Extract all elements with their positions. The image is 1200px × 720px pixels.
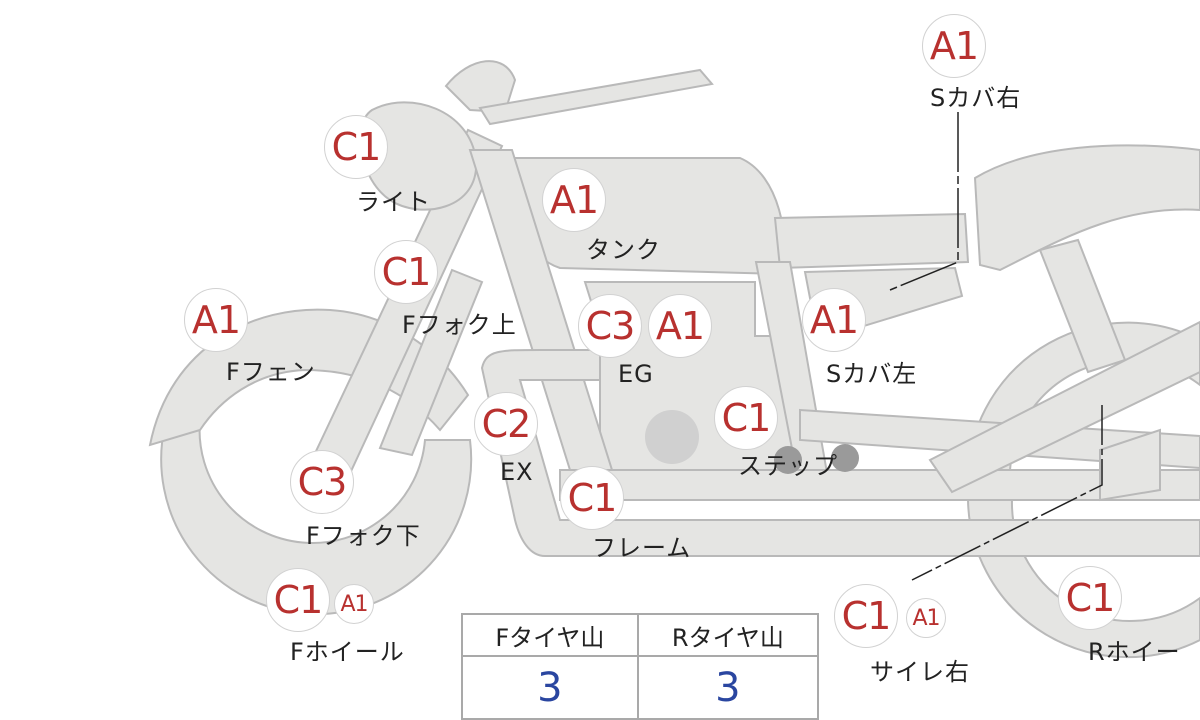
part-label-rear-wheel: Rホイー — [1088, 638, 1181, 666]
grade-badge: C3 — [290, 450, 354, 514]
part-label-step: ステップ — [738, 452, 838, 480]
grade-badge: C1 — [324, 115, 388, 179]
tire-tread-table: Fタイヤ山 Rタイヤ山 3 3 — [461, 613, 820, 720]
part-label-exhaust: EX — [500, 458, 534, 486]
part-label-front-fender: Fフェン — [226, 358, 316, 386]
rear-wheel-ring-lower — [966, 499, 1200, 659]
tread-table-value-row: 3 3 — [461, 655, 820, 720]
leader-line-silencer — [911, 405, 1103, 581]
part-label-frame: フレーム — [592, 534, 692, 562]
grade-badge: C1 — [834, 584, 898, 648]
grade-badge-small: A1 — [906, 598, 946, 638]
part-label-tank: タンク — [586, 236, 661, 264]
rear-tire-tread-header: Rタイヤ山 — [636, 613, 820, 657]
grade-badge: A1 — [648, 294, 712, 358]
grade-badge-small: A1 — [334, 584, 374, 624]
front-tire-tread-value: 3 — [461, 655, 639, 720]
exhaust-shape — [480, 349, 1200, 557]
tread-table-header-row: Fタイヤ山 Rタイヤ山 — [461, 613, 820, 657]
grade-badge: C1 — [1058, 566, 1122, 630]
part-label-front-wheel: Fホイール — [290, 638, 405, 666]
seat-shape — [773, 212, 970, 270]
handlebar-shape — [444, 60, 517, 114]
part-label-fork-upper: Fフォク上 — [402, 311, 517, 339]
part-label-engine: EG — [618, 360, 654, 388]
rear-tire-tread-value: 3 — [636, 655, 820, 720]
grade-badge: C1 — [560, 466, 624, 530]
grade-badge: C1 — [374, 240, 438, 304]
grade-badge: A1 — [542, 168, 606, 232]
grade-badge: C1 — [266, 568, 330, 632]
part-label-s-cover-right: Sカバ右 — [930, 84, 1022, 112]
grade-badge: C1 — [714, 386, 778, 450]
silencer-shape — [928, 320, 1200, 494]
grade-badge: A1 — [184, 288, 248, 352]
part-label-silencer-right: サイレ右 — [870, 658, 970, 686]
grade-badge: A1 — [802, 288, 866, 352]
grade-badge: C3 — [578, 294, 642, 358]
leader-line-s-cover-right — [889, 112, 959, 291]
front-wheel-ring — [160, 418, 473, 616]
front-tire-tread-header: Fタイヤ山 — [461, 613, 639, 657]
part-label-fork-lower: Fフォク下 — [306, 522, 421, 550]
part-label-light: ライト — [356, 188, 431, 216]
part-label-s-cover-left: Sカバ左 — [826, 360, 918, 388]
grade-badge: C2 — [474, 392, 538, 456]
grade-badge: A1 — [922, 14, 986, 78]
